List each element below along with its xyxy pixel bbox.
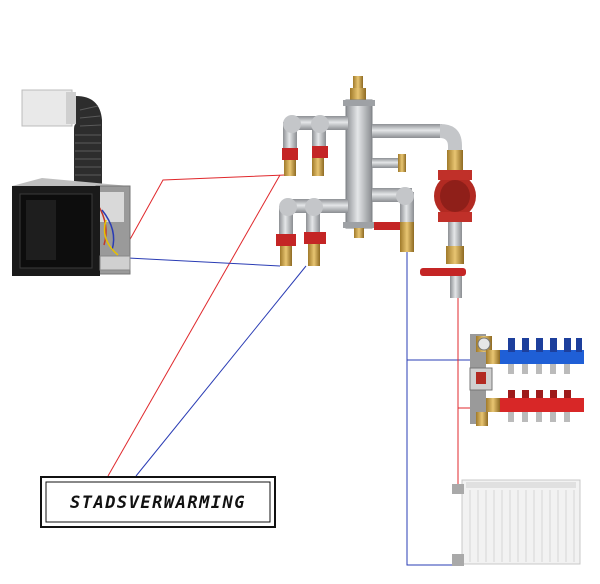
pump-pipe-outlet — [450, 276, 462, 298]
manifold-red-valves — [508, 390, 571, 398]
manifold-red-bar — [486, 398, 584, 412]
valve-upper-left — [282, 148, 298, 160]
elbow-upper-left — [283, 115, 301, 133]
manifold-red-outlets — [508, 412, 570, 422]
flue-collar — [66, 92, 76, 124]
manifold-gauge — [477, 337, 491, 351]
stove-base — [99, 255, 131, 271]
radiator-body — [461, 479, 581, 565]
separator-drain — [354, 228, 364, 238]
manifold-blue-outlets — [508, 364, 570, 374]
hydraulic-assembly — [276, 76, 476, 298]
manifold-brass-inlet — [486, 350, 500, 364]
valve-lower-right — [304, 232, 326, 244]
radiator-fins — [469, 490, 575, 562]
fitting-lower-left — [280, 246, 292, 266]
supply-line-manifold — [457, 298, 470, 409]
fitting-lower-right2 — [400, 222, 414, 252]
elbow-lower-right — [305, 198, 323, 216]
pump-pipe-down — [448, 222, 462, 250]
label-box-outer — [40, 476, 276, 528]
supply-line-district — [107, 174, 281, 477]
radiator-valve-top — [452, 484, 464, 494]
fitting-lower-right — [308, 244, 320, 266]
elbow-lower-left — [279, 198, 297, 216]
pipe-bend-right — [440, 124, 462, 152]
separator-cap-bottom — [343, 222, 375, 228]
manifold-drain — [476, 412, 488, 426]
flue-pipe — [21, 89, 102, 185]
pump-bottom-fitting — [446, 246, 464, 264]
fitting-upper-left — [284, 160, 296, 176]
valve-upper-right — [312, 146, 328, 158]
stub-middle-cap — [398, 154, 406, 172]
district-heating-box: STADSVERWARMING — [40, 476, 276, 528]
circulation-pump — [434, 170, 476, 222]
fitting-upper-right — [312, 158, 324, 176]
pump-top-fitting — [447, 150, 463, 170]
panel-radiator — [452, 479, 581, 566]
elbow-lower-right2 — [396, 187, 414, 205]
manifold-blue-valves — [508, 338, 582, 352]
stove-glass-highlight — [26, 200, 56, 260]
stub-middle — [372, 158, 400, 168]
flue-top-box — [21, 89, 73, 127]
manifold-brass-inlet-red — [486, 398, 500, 412]
hydraulic-separator — [345, 99, 373, 229]
district-heating-label: STADSVERWARMING — [70, 493, 246, 513]
connection-lines — [107, 174, 470, 566]
pump-valve-handle — [420, 268, 466, 276]
return-line-district — [135, 265, 307, 477]
pipe-upper-right — [372, 124, 442, 138]
radiator-top-grille — [466, 482, 576, 488]
label-box-inner — [45, 481, 271, 523]
supply-line-stove — [127, 174, 286, 244]
air-vent-base — [350, 88, 366, 102]
valve-lower-left — [276, 234, 296, 246]
elbow-upper-right — [311, 115, 329, 133]
manifold-blue-bar — [486, 350, 584, 364]
underfloor-manifold — [469, 334, 584, 426]
wood-stove — [12, 89, 131, 276]
return-line-stove — [127, 257, 281, 267]
red-valve-right — [374, 222, 400, 230]
separator-cap-top — [343, 100, 375, 106]
manifold-pump-red — [476, 372, 486, 384]
air-vent — [353, 76, 363, 90]
flexible-duct — [74, 96, 102, 185]
return-line-radiator — [406, 360, 462, 566]
radiator-valve-bottom — [452, 554, 464, 566]
